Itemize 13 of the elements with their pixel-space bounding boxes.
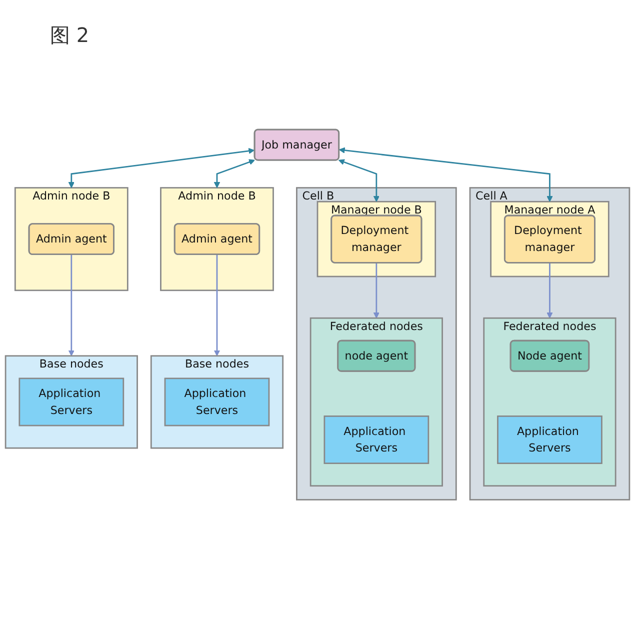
- node-box: Application Servers: [497, 415, 602, 464]
- node-box: Application Servers: [324, 415, 430, 464]
- arrow: [214, 254, 220, 356]
- figure-label: 图 2: [50, 22, 90, 49]
- arrow: [338, 147, 553, 202]
- arrow: [68, 148, 255, 188]
- node-box: Application Servers: [18, 378, 124, 426]
- arrow: [338, 159, 380, 202]
- arrow: [68, 254, 74, 356]
- arrow: [546, 262, 553, 318]
- node-box: Application Servers: [164, 378, 270, 426]
- arrow: [373, 262, 380, 318]
- arrow: [214, 159, 255, 188]
